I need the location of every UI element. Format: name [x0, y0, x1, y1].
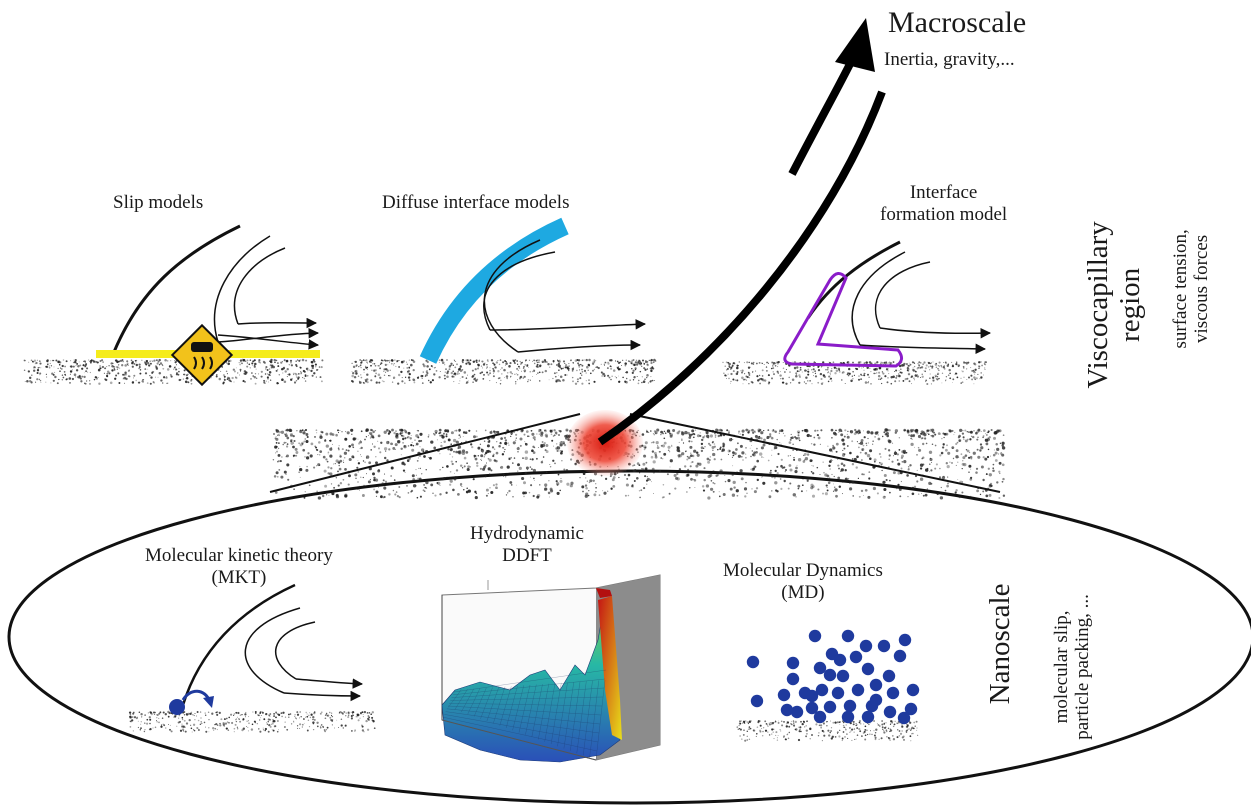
md-particle	[786, 656, 800, 670]
viscocapillary-sublabel: surface tension, viscous forces	[1170, 229, 1212, 349]
md-particle	[843, 699, 857, 713]
mkt-label: Molecular kinetic theory (MKT)	[145, 545, 333, 588]
md-particle	[893, 649, 907, 663]
md-particle	[805, 689, 819, 703]
ddft-surface-plot	[441, 574, 661, 763]
nanoscale-sublabel: molecular slip, particle packing, ...	[1051, 594, 1093, 740]
md-particle	[898, 633, 912, 647]
nanoscale-ellipse	[7, 469, 1251, 805]
md-particle	[836, 669, 850, 683]
md-particle	[823, 700, 837, 714]
md-particle	[861, 710, 875, 724]
md-particle	[831, 686, 845, 700]
md-particle	[833, 653, 847, 667]
md-particle	[786, 672, 800, 686]
interface-formation-illustration	[722, 240, 992, 386]
md-particle	[746, 655, 760, 669]
md-particle	[805, 701, 819, 715]
md-particle	[906, 683, 920, 697]
macroscale-arrow-inner	[788, 58, 856, 176]
md-particle	[869, 678, 883, 692]
md-particle	[877, 639, 891, 653]
macroscale-arrow	[597, 90, 886, 446]
md-particle	[851, 683, 865, 697]
md-particle	[815, 683, 829, 697]
mkt-illustration	[128, 583, 376, 733]
ddft-label: Hydrodynamic DDFT	[470, 523, 584, 566]
zoom-line-right	[629, 413, 1001, 493]
md-particle	[841, 710, 855, 724]
md-particle	[808, 629, 822, 643]
md-particle	[841, 629, 855, 643]
md-particle	[904, 702, 918, 716]
macroscale-title: Macroscale	[888, 6, 1027, 39]
slippery-road-sign-icon	[170, 323, 234, 387]
md-particle	[882, 669, 896, 683]
viscocapillary-label: Viscocapillary region	[1082, 221, 1146, 389]
diffuse-model-label: Diffuse interface models	[382, 192, 570, 213]
formation-model-label: Interface formation model	[880, 182, 1008, 225]
md-particle	[790, 705, 804, 719]
md-particle	[897, 711, 911, 725]
md-particle	[823, 668, 837, 682]
md-particle	[813, 710, 827, 724]
md-label: Molecular Dynamics (MD)	[723, 560, 883, 603]
md-particle	[883, 705, 897, 719]
diffuse-interface-illustration	[350, 217, 657, 385]
macroscale-arrowhead	[835, 18, 875, 72]
macroscale-subtitle: Inertia, gravity,...	[884, 49, 1015, 70]
md-particle	[780, 703, 794, 717]
md-illustration	[736, 629, 920, 742]
slip-model-illustration	[23, 224, 324, 387]
md-particle	[813, 661, 827, 675]
mkt-molecule	[169, 699, 185, 715]
md-particle	[849, 650, 863, 664]
md-particle	[861, 662, 875, 676]
slip-model-label: Slip models	[113, 192, 204, 213]
md-particle	[777, 688, 791, 702]
md-particle	[750, 694, 764, 708]
md-particle	[886, 686, 900, 700]
zoom-line-left	[269, 413, 581, 493]
nanoscale-label: Nanoscale	[984, 583, 1017, 705]
md-particle	[869, 693, 883, 707]
md-particle	[859, 639, 873, 653]
substrate-band	[272, 428, 1006, 500]
